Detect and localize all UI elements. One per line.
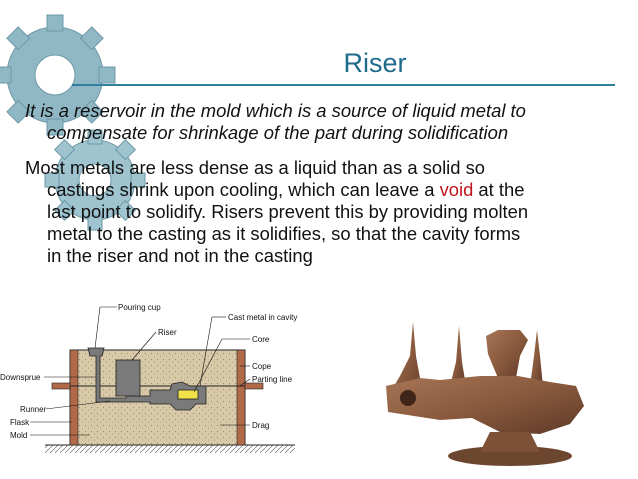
title-divider — [72, 84, 615, 86]
label-cast-metal: Cast metal in cavity — [228, 313, 297, 322]
explanation-line: Most metals are less dense as a liquid t… — [25, 157, 486, 178]
label-pouring-cup: Pouring cup — [118, 303, 161, 312]
flask-left — [69, 349, 79, 446]
label-flask: Flask — [10, 418, 30, 427]
riser-metal — [115, 359, 141, 397]
definition-line: compensate for shrinkage of the part dur… — [47, 122, 509, 143]
casting-hole — [400, 390, 416, 406]
label-drag: Drag — [252, 421, 269, 430]
definition-line: It is a reservoir in the mold which is a… — [25, 100, 526, 121]
label-mold: Mold — [10, 431, 27, 440]
label-riser: Riser — [158, 328, 177, 337]
sand-casting-diagram: Pouring cup Riser Cast metal in cavity C… — [0, 303, 297, 453]
explanation-line: last point to solidify. Risers prevent t… — [47, 201, 529, 222]
explanation-line: castings shrink upon cooling, which can … — [25, 179, 625, 201]
casting-pin — [450, 326, 466, 386]
flask-handle — [51, 382, 71, 390]
explanation-line: metal to the casting as it solidifies, s… — [47, 223, 521, 244]
casting-photo — [380, 322, 625, 466]
casting-riser — [486, 330, 528, 378]
flask-right — [236, 349, 246, 446]
label-runner: Runner — [20, 405, 47, 414]
label-parting-line: Parting line — [252, 375, 293, 384]
label-core: Core — [252, 335, 270, 344]
explanation-paragraph: Most metals are less dense as a liquid t… — [25, 157, 625, 267]
explanation-text: at the — [473, 179, 525, 200]
casting-body — [386, 376, 584, 434]
core — [177, 389, 199, 400]
void-highlight: void — [439, 179, 474, 200]
definition-paragraph: It is a reservoir in the mold which is a… — [25, 100, 625, 144]
ground — [45, 445, 295, 453]
casting-base — [448, 446, 572, 466]
label-downsprue: Downsprue — [0, 373, 41, 382]
gear-icon — [0, 14, 116, 136]
explanation-line: in the riser and not in the casting — [47, 245, 313, 266]
casting-pin — [530, 330, 543, 386]
slide-title: Riser — [343, 48, 407, 78]
label-cope: Cope — [252, 362, 272, 371]
gear-icon — [44, 129, 146, 231]
cast-metal — [87, 347, 207, 411]
explanation-text: castings shrink upon cooling, which can … — [47, 179, 440, 200]
gear-decoration — [0, 14, 146, 231]
